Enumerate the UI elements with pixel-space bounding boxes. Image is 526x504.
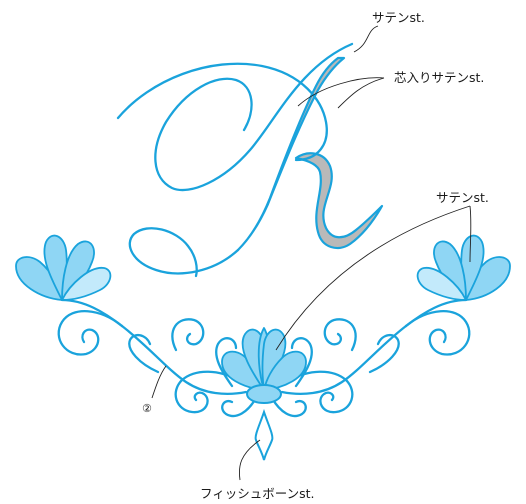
label-core-satin-stitch: 芯入りサテンst. [394, 70, 484, 85]
fishbone-drop [256, 412, 273, 460]
right-shell-ornament [406, 236, 510, 326]
leader-fishbone [239, 440, 260, 480]
letter-r-monogram [118, 44, 382, 276]
r-leg-core-satin [296, 153, 382, 248]
label-fishbone-stitch: フィッシュボーンst. [200, 486, 315, 501]
r-stem-core-satin [238, 58, 344, 250]
r-bottom-swash-outline [130, 228, 238, 276]
right-small-curl-upper [325, 319, 356, 350]
leader-satin-top [354, 26, 378, 52]
label-satin-stitch-top: サテンst. [372, 10, 425, 25]
label-circled-two: ② [142, 402, 152, 415]
left-small-curl-upper [172, 319, 203, 350]
label-satin-stitch-right: サテンst. [436, 190, 489, 205]
left-shell-ornament [16, 236, 122, 326]
center-medallion [247, 385, 281, 403]
